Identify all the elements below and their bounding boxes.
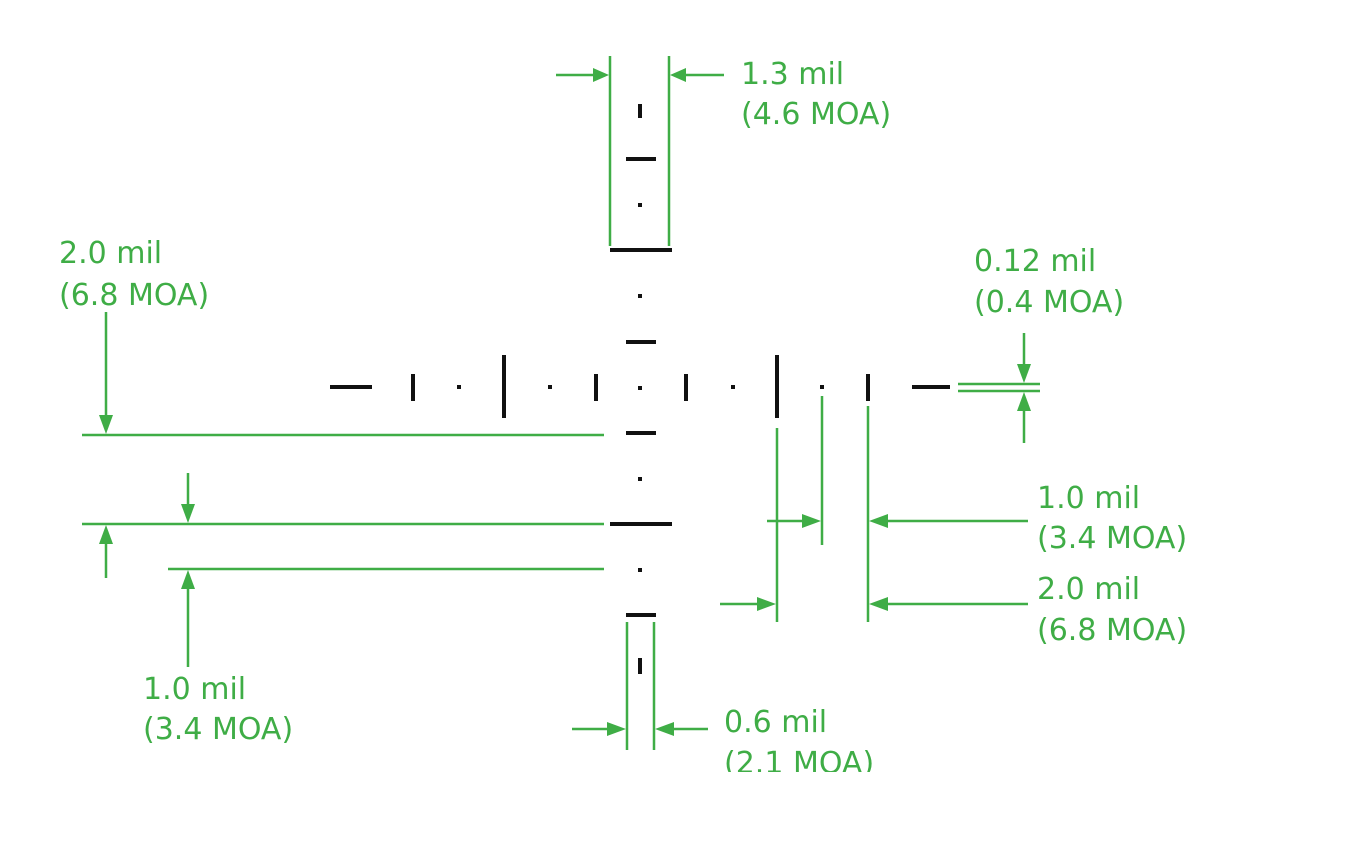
reticle-center-dot — [638, 386, 642, 390]
reticle-dot — [638, 477, 642, 481]
dimension-bottom-width: 0.6 mil (2.1 MOA) — [572, 622, 874, 781]
arrow-down-icon — [1017, 364, 1031, 383]
dimension-label-mil: 0.6 mil — [724, 705, 827, 740]
arrow-left-icon — [655, 722, 674, 736]
reticle-dot — [638, 203, 642, 207]
arrow-left-icon — [869, 597, 888, 611]
arrow-up-icon — [1017, 392, 1031, 411]
arrow-right-icon — [607, 722, 626, 736]
dimension-label-moa: (4.6 MOA) — [741, 97, 891, 132]
dimension-right-large: 2.0 mil (6.8 MOA) — [720, 428, 1187, 648]
reticle-dot — [548, 385, 552, 389]
dimension-label-moa: (3.4 MOA) — [143, 712, 293, 747]
arrow-left-icon — [869, 514, 888, 528]
dimension-left-large: 2.0 mil (6.8 MOA) — [59, 236, 604, 437]
dimension-label-mil: 1.0 mil — [1037, 481, 1140, 516]
reticle-dot — [731, 385, 735, 389]
dimension-label-moa: (6.8 MOA) — [59, 278, 209, 313]
arrow-left-icon — [670, 68, 686, 82]
reticle-dot — [457, 385, 461, 389]
dimension-label-mil: 0.12 mil — [974, 244, 1096, 279]
dimension-right-small: 1.0 mil (3.4 MOA) — [767, 396, 1187, 622]
arrow-down-icon — [181, 504, 195, 523]
dimension-label-mil: 1.0 mil — [143, 672, 246, 707]
arrow-right-icon — [802, 514, 821, 528]
reticle-dot — [638, 568, 642, 572]
dimension-left-small: 1.0 mil (3.4 MOA) — [82, 473, 604, 747]
arrow-up-icon — [181, 570, 195, 589]
reticle-dot — [638, 294, 642, 298]
arrow-down-icon — [99, 415, 113, 434]
arrow-right-icon — [757, 597, 776, 611]
dimension-label-mil: 2.0 mil — [1037, 572, 1140, 607]
dimension-top-width: 1.3 mil (4.6 MOA) — [556, 56, 891, 246]
dimension-label-moa: (2.1 MOA) — [724, 746, 874, 781]
dimension-label-mil: 1.3 mil — [741, 57, 844, 92]
dimension-label-moa: (0.4 MOA) — [974, 285, 1124, 320]
arrow-right-icon — [593, 68, 609, 82]
dimension-label-moa: (6.8 MOA) — [1037, 613, 1187, 648]
reticle-horizontal-stadia — [330, 355, 950, 418]
dimension-label-moa: (3.4 MOA) — [1037, 521, 1187, 556]
arrow-up-icon — [99, 525, 113, 544]
reticle-vertical-stadia — [610, 104, 672, 674]
dimension-line-thickness: 0.12 mil (0.4 MOA) — [958, 244, 1124, 443]
dimension-label-mil: 2.0 mil — [59, 236, 162, 271]
reticle-dot — [820, 385, 824, 389]
